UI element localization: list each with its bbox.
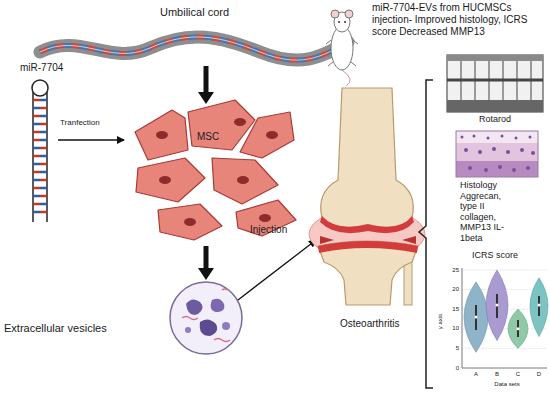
category-label: D [533,371,545,378]
arrow-label: Tranfection [60,118,120,128]
molecule-label: miR-7704 [20,62,80,74]
cell-nuclei [156,118,278,226]
tick-label: 25 [445,267,459,274]
tick-label: 10 [445,325,459,332]
category-label: C [512,371,524,378]
process-arrow [198,246,214,280]
structure-label: Extracellular vesicles [4,322,154,335]
category-label: A [470,371,482,378]
condition-label: Osteoarthritis [340,318,425,330]
rotarod-device [447,55,543,112]
tick-label: 15 [445,306,459,313]
tick-label: 20 [445,286,459,293]
arrow-label: Injection [250,224,305,236]
transfection-arrow [58,139,124,141]
cell-label: MSC [197,131,227,143]
bracket [419,80,433,388]
result-summary: miR-7704-EVs from HUCMSCs injection- Imp… [372,2,547,38]
tick-label: 0 [445,365,459,372]
axis-title: Data sets [477,381,537,388]
violin-chart [462,268,548,368]
category-label: B [491,371,503,378]
extracellular-vesicle [170,282,242,354]
panel-label: Histology Aggrecan, type II collagen, MM… [460,180,520,243]
structure-label: Umbilical cord [160,6,250,19]
tick-label: 5 [445,345,459,352]
chart-label: ICRS score [460,250,530,261]
umbilical-cord [40,37,348,60]
mouse-figure [326,10,358,86]
process-arrow [198,66,214,104]
msc-cells [135,100,296,240]
device-label: Rotarod [460,114,530,125]
axis-title: y axis [437,307,444,337]
knee-joint [309,88,425,305]
histology-section [456,131,538,177]
mirna-hairpin [32,80,48,222]
injection-arrow [238,240,316,300]
